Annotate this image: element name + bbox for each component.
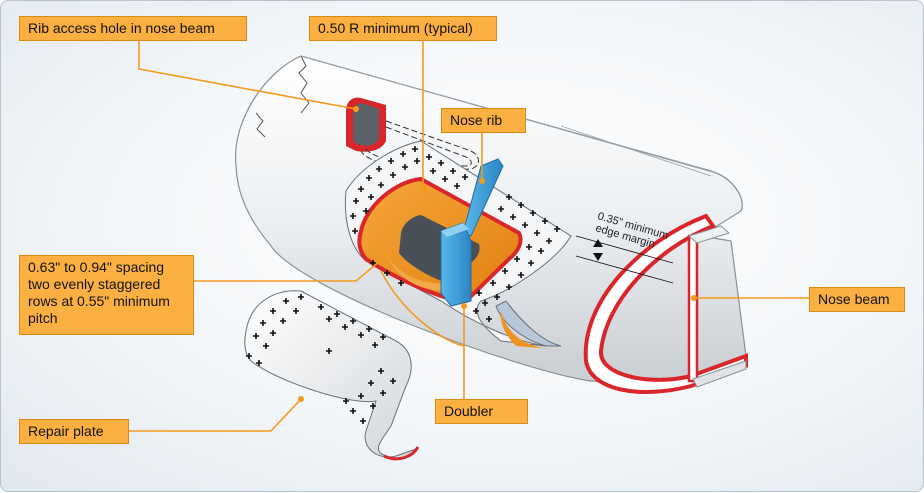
leader-doubler-a [380,270,465,399]
label-radius-minimum: 0.50 R minimum (typical) [309,16,497,41]
label-rib-access-hole: Rib access hole in nose beam [19,16,247,41]
nose-rib [440,158,504,307]
nose-beam-section [583,213,748,394]
leader-rib-access [138,39,357,110]
repair-plate [244,290,420,461]
label-rivet-spacing: 0.63" to 0.94" spacing two evenly stagge… [19,255,194,335]
leader-spacing [194,255,387,282]
label-doubler: Doubler [435,399,528,424]
label-repair-plate: Repair plate [19,419,129,444]
leader-repair-plate [129,398,302,432]
leader-lines [129,39,810,432]
label-nose-beam: Nose beam [809,287,905,312]
leader-end-dots [298,106,697,402]
label-nose-rib: Nose rib [441,108,526,133]
